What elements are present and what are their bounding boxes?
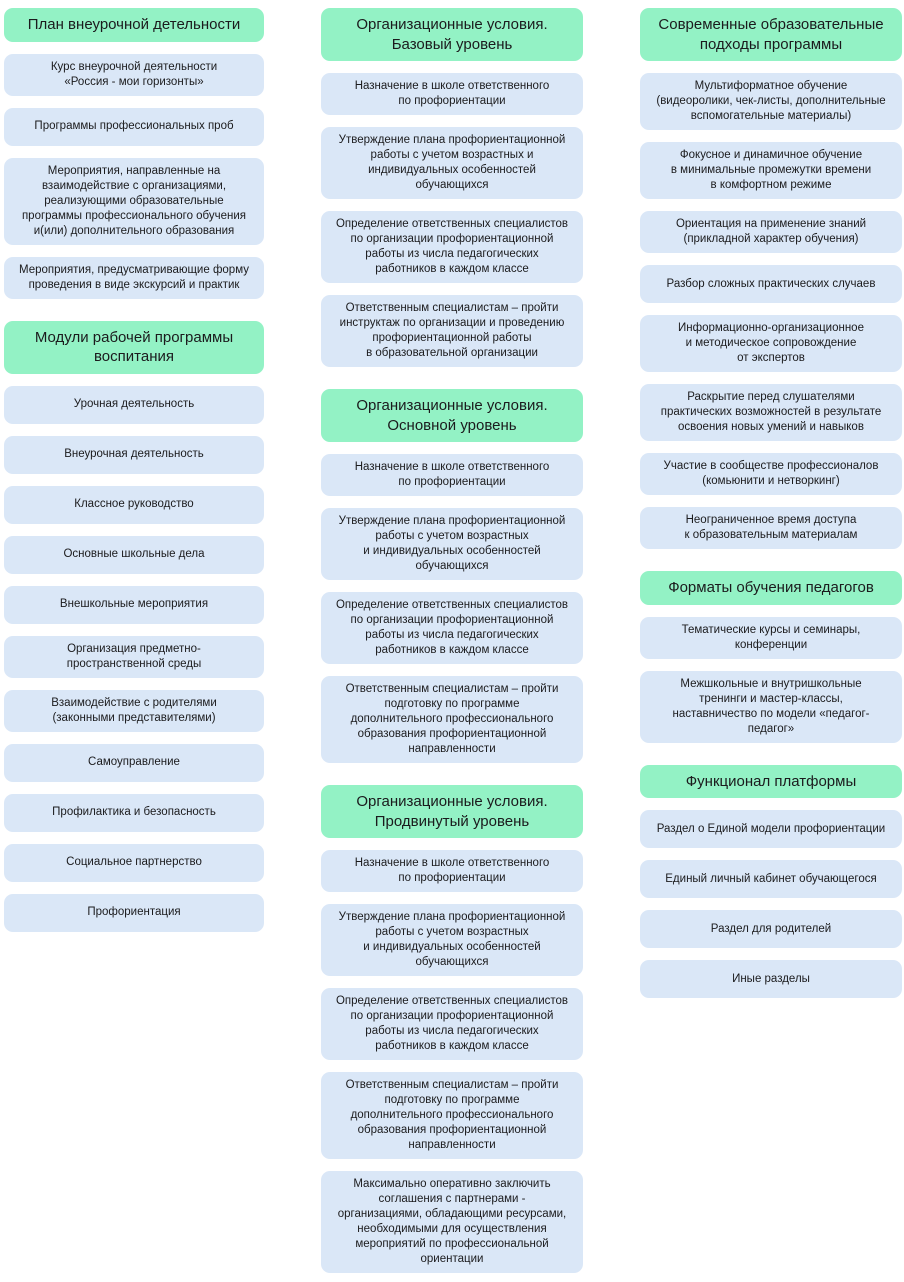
column-2: Организационные условия. Базовый уровень…: [321, 8, 583, 1273]
card: Основные школьные дела: [4, 535, 264, 574]
card: Определение ответственных специалистов п…: [321, 211, 583, 283]
card: Профилактика и безопасность: [4, 793, 264, 832]
card: Мероприятия, предусматривающие форму про…: [4, 256, 264, 299]
card: Раздел для родителей: [640, 910, 902, 948]
card: Классное руководство: [4, 485, 264, 524]
card: Курс внеурочной деятельности «Россия - м…: [4, 53, 264, 96]
group: Организационные условия. Продвинутый уро…: [321, 785, 583, 1273]
column-3: Современные образовательные подходы прог…: [640, 8, 902, 998]
card: Участие в сообществе профессионалов (ком…: [640, 453, 902, 495]
card: Назначение в школе ответственного по про…: [321, 850, 583, 892]
group: Организационные условия. Базовый уровень…: [321, 8, 583, 367]
card: Единый личный кабинет обучающегося: [640, 860, 902, 898]
card: Определение ответственных специалистов п…: [321, 988, 583, 1060]
card: Раскрытие перед слушателями практических…: [640, 384, 902, 441]
section-header: Организационные условия. Основной уровен…: [321, 389, 583, 442]
card: Социальное партнерство: [4, 843, 264, 882]
card: Иные разделы: [640, 960, 902, 998]
section-header: Форматы обучения педагогов: [640, 571, 902, 605]
card: Ориентация на применение знаний (приклад…: [640, 211, 902, 253]
card: Фокусное и динамичное обучение в минимал…: [640, 142, 902, 199]
card: Внеурочная деятельность: [4, 435, 264, 474]
card: Организация предметно- пространственной …: [4, 635, 264, 678]
card: Внешкольные мероприятия: [4, 585, 264, 624]
section-header: Организационные условия. Базовый уровень: [321, 8, 583, 61]
card: Утверждение плана профориентационной раб…: [321, 904, 583, 976]
section-header: План внеурочной детельности: [4, 8, 264, 42]
card: Максимально оперативно заключить соглаше…: [321, 1171, 583, 1273]
section-header: Функционал платформы: [640, 764, 902, 798]
card: Профориентация: [4, 893, 264, 932]
card: Назначение в школе ответственного по про…: [321, 73, 583, 115]
group: Современные образовательные подходы прог…: [640, 8, 902, 549]
section-header: Модули рабочей программы воспитания: [4, 320, 264, 374]
card: Программы профессиональных проб: [4, 107, 264, 146]
card: Разбор сложных практических случаев: [640, 265, 902, 303]
card: Утверждение плана профориентационной раб…: [321, 508, 583, 580]
card: Урочная деятельность: [4, 385, 264, 424]
card: Раздел о Единой модели профориентации: [640, 810, 902, 848]
section-header: Современные образовательные подходы прог…: [640, 8, 902, 61]
card: Утверждение плана профориентационной раб…: [321, 127, 583, 199]
card: Ответственным специалистам – пройти инст…: [321, 295, 583, 367]
card: Назначение в школе ответственного по про…: [321, 454, 583, 496]
group: Организационные условия. Основной уровен…: [321, 389, 583, 763]
card: Мультиформатное обучение (видеоролики, ч…: [640, 73, 902, 130]
card: Взаимодействие с родителями (законными п…: [4, 689, 264, 732]
card: Определение ответственных специалистов п…: [321, 592, 583, 664]
card: Информационно-организационное и методиче…: [640, 315, 902, 372]
section-header: Организационные условия. Продвинутый уро…: [321, 785, 583, 838]
card: Ответственным специалистам – пройти подг…: [321, 676, 583, 763]
card: Межшкольные и внутришкольные тренинги и …: [640, 670, 902, 743]
card: Тематические курсы и семинары, конференц…: [640, 616, 902, 659]
card: Самоуправление: [4, 743, 264, 782]
card: Ответственным специалистам – пройти подг…: [321, 1072, 583, 1159]
card: Мероприятия, направленные на взаимодейст…: [4, 157, 264, 245]
card: Неограниченное время доступа к образоват…: [640, 507, 902, 549]
